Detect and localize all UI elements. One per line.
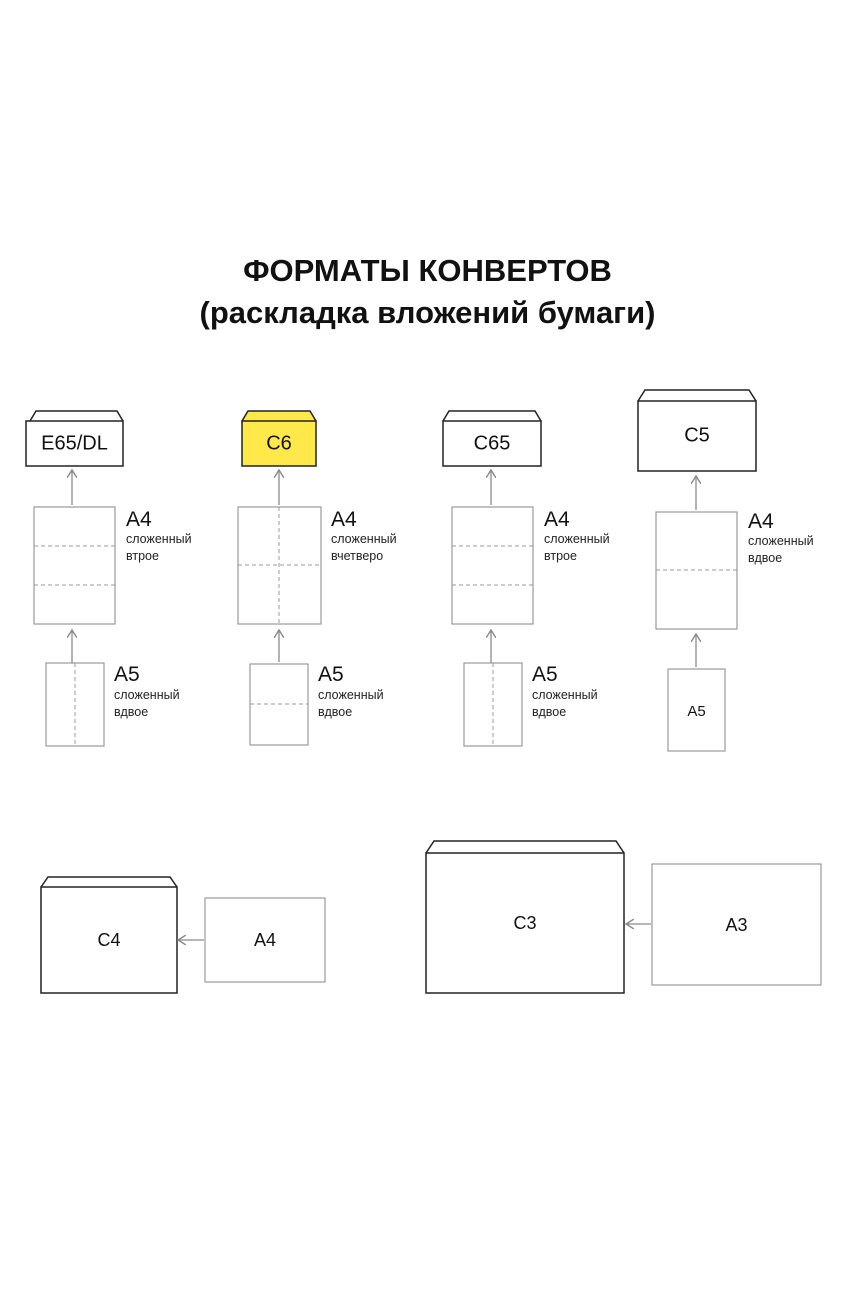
paper-size-label: A4 xyxy=(254,930,276,950)
envelope-body xyxy=(40,886,178,994)
envelope-c4: C4 xyxy=(40,876,178,994)
title-line-2: (раскладка вложений бумаги) xyxy=(199,295,656,330)
envelope-e65-dl: E65/DL xyxy=(25,410,124,467)
paper-note: втрое xyxy=(126,549,159,563)
row-c3-a3: C3 A3 xyxy=(425,840,822,994)
envelope-label: C6 xyxy=(266,432,292,454)
paper-note: сложенный xyxy=(748,534,814,548)
paper-size-label: А4 xyxy=(331,508,357,531)
paper-size-label: А4 xyxy=(126,508,152,531)
paper-a4-folded xyxy=(655,511,738,630)
column-c5: C5 А4 сложенный вдвое А5 xyxy=(637,389,814,752)
paper-a4-folded xyxy=(237,506,322,625)
paper-size-label: А5 xyxy=(687,703,705,720)
envelope-label: C65 xyxy=(474,432,511,454)
paper-sheet xyxy=(655,511,738,630)
paper-note: сложенный xyxy=(544,532,610,546)
paper-note: вдвое xyxy=(748,551,782,565)
paper-note: сложенный xyxy=(126,532,192,546)
paper-note: сложенный xyxy=(114,688,180,702)
paper-size-label: A3 xyxy=(725,915,747,935)
paper-a4-folded xyxy=(451,506,534,625)
envelope-flap xyxy=(40,876,178,888)
envelope-c65: C65 xyxy=(442,410,542,467)
paper-note: сложенный xyxy=(532,688,598,702)
paper-size-label: А4 xyxy=(544,508,570,531)
envelope-body xyxy=(442,420,542,467)
envelope-label: C4 xyxy=(97,930,120,950)
envelope-body xyxy=(425,852,625,994)
paper-note: вдвое xyxy=(318,705,352,719)
envelope-flap xyxy=(442,410,542,422)
paper-size-label: А5 xyxy=(114,663,140,686)
paper-size-label: А5 xyxy=(318,663,344,686)
paper-sheet xyxy=(651,863,822,986)
envelope-flap xyxy=(29,410,124,422)
row-c4-a4: C4 A4 xyxy=(40,876,326,994)
envelope-c5: C5 xyxy=(637,389,757,472)
paper-note: сложенный xyxy=(331,532,397,546)
envelope-c6: C6 xyxy=(241,410,317,467)
envelope-label: C5 xyxy=(684,424,710,446)
page-title: ФОРМАТЫ КОНВЕРТОВ (раскладка вложений бу… xyxy=(0,250,855,334)
paper-a3: A3 xyxy=(651,863,822,986)
envelope-flap xyxy=(425,840,625,854)
paper-sheet xyxy=(451,506,534,625)
paper-a4: A4 xyxy=(204,897,326,983)
envelope-body xyxy=(25,420,124,467)
paper-a5-folded xyxy=(463,662,523,747)
envelope-label: C3 xyxy=(513,913,536,933)
paper-a5-folded xyxy=(45,662,105,747)
paper-sheet xyxy=(33,506,116,625)
column-c6: C6 А4 сложенный вчетверо А5 сложенный вд… xyxy=(237,410,397,746)
envelope-body xyxy=(241,420,317,467)
paper-note: вдвое xyxy=(114,705,148,719)
paper-note: сложенный xyxy=(318,688,384,702)
paper-note: вчетверо xyxy=(331,549,383,563)
paper-sheet xyxy=(667,668,726,752)
paper-size-label: А5 xyxy=(532,663,558,686)
envelope-body xyxy=(637,400,757,472)
paper-note: вдвое xyxy=(532,705,566,719)
title-line-1: ФОРМАТЫ КОНВЕРТОВ xyxy=(243,253,612,288)
paper-sheet xyxy=(204,897,326,983)
envelope-flap xyxy=(637,389,757,402)
paper-sheet xyxy=(463,662,523,747)
column-e65-dl: E65/DL А4 сложенный втрое А5 сложенный в… xyxy=(25,410,192,747)
envelope-flap xyxy=(241,410,317,422)
paper-a5: А5 xyxy=(667,668,726,752)
envelope-c3: C3 xyxy=(425,840,625,994)
paper-a4-folded xyxy=(33,506,116,625)
envelope-label: E65/DL xyxy=(41,432,108,454)
paper-note: втрое xyxy=(544,549,577,563)
column-c65: C65 А4 сложенный втрое А5 сложенный вдво… xyxy=(442,410,610,747)
paper-a5-folded xyxy=(249,663,309,746)
paper-sheet xyxy=(45,662,105,747)
paper-size-label: А4 xyxy=(748,510,774,533)
